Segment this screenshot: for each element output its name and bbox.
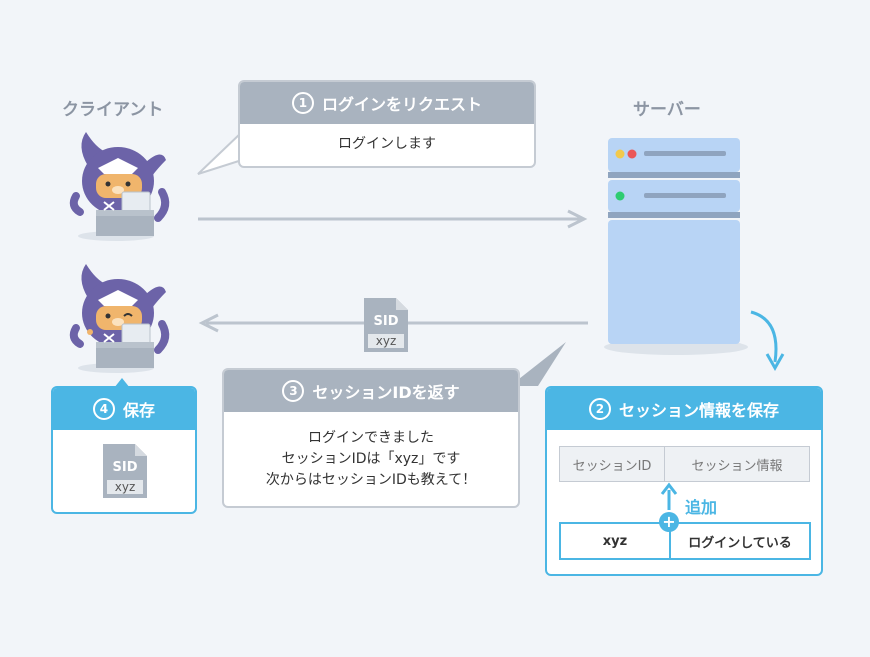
table-header-session-id: セッションID xyxy=(559,446,665,482)
step1-number: 1 xyxy=(291,92,314,114)
step3-number: 3 xyxy=(282,380,305,402)
sid-card-value: xyz xyxy=(375,334,397,348)
added-label: 追加 xyxy=(685,498,718,517)
step4-header: 4 保存 xyxy=(53,388,195,430)
saved-sid-value: xyz xyxy=(114,480,136,494)
sid-card-label: SID xyxy=(373,314,399,329)
curved-arrow-icon xyxy=(750,310,785,372)
client-label: クライアント xyxy=(62,100,164,120)
step1-header: 1 ログインをリクエスト xyxy=(240,82,534,124)
saved-sid-label: SID xyxy=(112,460,138,475)
request-arrow xyxy=(198,209,588,229)
sid-card-icon: SID xyz xyxy=(362,296,410,354)
step1-box: 1 ログインをリクエスト ログインします xyxy=(238,80,536,168)
add-arrow xyxy=(660,482,678,510)
step3-line-1: ログインできました xyxy=(308,430,434,446)
step3-line-3: 次からはセッションIDも教えて！ xyxy=(265,472,477,488)
step4-box: 4 保存 SID xyz xyxy=(51,386,197,514)
step1-body: ログインします xyxy=(338,136,436,152)
plus-icon: + xyxy=(659,512,679,532)
step3-box: 3 セッションIDを返す ログインできました セッションIDは「xyz」です 次… xyxy=(222,368,520,508)
client-mascot-wink-icon xyxy=(69,264,170,373)
step2-title: セッション情報を保存 xyxy=(618,401,779,420)
step2-number: 2 xyxy=(588,398,611,420)
step2-box: 2 セッション情報を保存 セッションID セッション情報 追加 xyz ログイン… xyxy=(545,386,823,576)
step2-header: 2 セッション情報を保存 xyxy=(547,388,821,430)
new-row-session-info: ログインしている xyxy=(669,522,811,560)
step3-bubble-tail xyxy=(510,342,566,386)
step1-title: ログインをリクエスト xyxy=(321,95,482,114)
step4-number: 4 xyxy=(92,398,115,420)
step3-title: セッションIDを返す xyxy=(312,383,460,402)
step4-title: 保存 xyxy=(122,401,155,420)
client-mascot-icon xyxy=(69,132,170,241)
server-label: サーバー xyxy=(633,100,701,120)
new-row-session-id: xyz xyxy=(559,522,671,560)
table-header-session-info: セッション情報 xyxy=(664,446,810,482)
step3-header: 3 セッションIDを返す xyxy=(224,370,518,412)
step1-bubble-tail xyxy=(197,130,243,175)
server-icon xyxy=(604,138,748,355)
saved-sid-card-icon: SID xyz xyxy=(101,442,149,500)
save-up-arrow xyxy=(114,378,130,388)
step3-line-2: セッションIDは「xyz」です xyxy=(281,451,461,467)
